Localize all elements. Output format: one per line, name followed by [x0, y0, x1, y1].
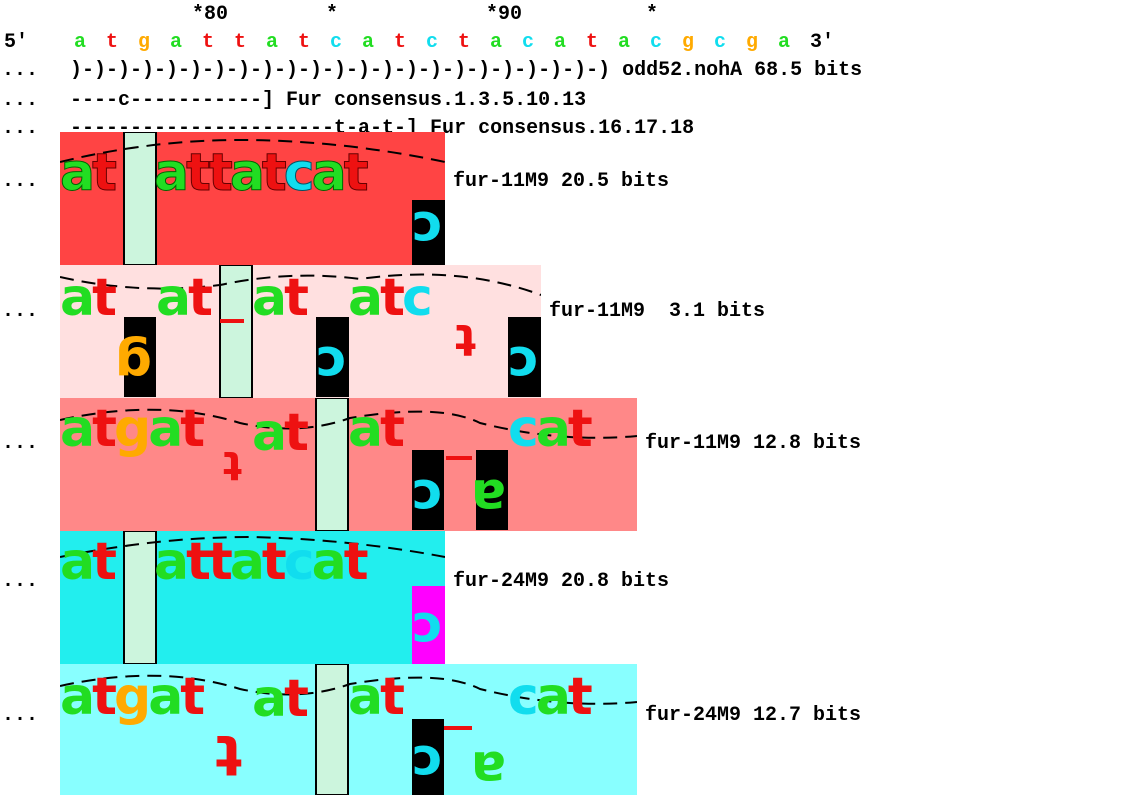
panel1-dots: ...: [2, 300, 39, 323]
sequence-base: c: [650, 31, 663, 54]
walker-panel-3: atgat at at cat t c a: [60, 398, 637, 531]
seq-5prime: 5': [4, 31, 29, 54]
sequence-base: a: [266, 31, 279, 54]
sequence-base: t: [298, 31, 311, 54]
svg-text:cat: cat: [508, 667, 592, 727]
sequence-base: c: [714, 31, 727, 54]
svg-text:c: c: [411, 199, 442, 259]
svg-text:at: at: [252, 403, 308, 463]
walker-1-svg: at attatcat c: [60, 132, 445, 265]
sequence-base: t: [234, 31, 247, 54]
svg-text:t: t: [455, 314, 476, 365]
sequence-base: c: [330, 31, 343, 54]
sequence-base: a: [554, 31, 567, 54]
sequence-base: a: [490, 31, 503, 54]
walker-panel-2: at at at atc g c t c: [60, 265, 541, 398]
sequence-base: a: [362, 31, 375, 54]
svg-text:at: at: [252, 669, 308, 729]
ruler-80: *80: [192, 3, 229, 26]
sequence-base: c: [426, 31, 439, 54]
svg-text:c: c: [507, 334, 538, 394]
sequence-base: g: [682, 31, 695, 54]
svg-text:atgat: atgat: [60, 399, 204, 459]
sequence-base: a: [170, 31, 183, 54]
svg-text:atc: atc: [348, 268, 430, 328]
ruler-star-1: *: [326, 3, 339, 26]
panel4-label: fur-24M9 12.7 bits: [645, 704, 862, 727]
svg-text:cat: cat: [508, 399, 592, 459]
svg-text:t: t: [215, 722, 242, 787]
svg-text:t: t: [223, 442, 242, 488]
ruler-star-2: *: [646, 3, 659, 26]
sequence-base: g: [746, 31, 759, 54]
sequence-base: a: [74, 31, 87, 54]
svg-text:c: c: [411, 467, 442, 527]
svg-text:at: at: [60, 143, 116, 203]
svg-text:attatcat: attatcat: [154, 532, 368, 592]
sequence-base: a: [618, 31, 631, 54]
svg-text:at: at: [252, 268, 308, 328]
walker-panel-1: at attatcat c: [60, 132, 445, 265]
svg-text:at: at: [156, 268, 212, 328]
panel3-label: fur-24M9 20.8 bits: [453, 570, 670, 593]
consensus-line-1: ----c-----------] Fur consensus.1.3.5.10…: [70, 89, 587, 112]
seq-3prime: 3': [810, 31, 835, 54]
svg-text:attatcat: attatcat: [154, 143, 368, 203]
walker-5-svg: atgat at at cat t c a: [60, 664, 637, 795]
svg-text:g: g: [115, 334, 152, 394]
sequence-base: t: [106, 31, 119, 54]
walker-3-svg: atgat at at cat t c a: [60, 398, 637, 531]
svg-text:c: c: [411, 600, 442, 660]
svg-text:atgat: atgat: [60, 667, 204, 727]
sequence-base: t: [202, 31, 215, 54]
walker-2-svg: at at at atc g c t c: [60, 265, 541, 398]
panel2-label: fur-11M9 12.8 bits: [645, 432, 862, 455]
line-dots-1: ...: [2, 59, 39, 82]
panel3-dots: ...: [2, 570, 39, 593]
walker-4-svg: at attatcat c: [60, 531, 445, 664]
svg-text:at: at: [60, 268, 116, 328]
panel0-label: fur-11M9 20.5 bits: [453, 170, 670, 193]
panel1-label: fur-11M9 3.1 bits: [549, 300, 766, 323]
panel0-dots: ...: [2, 170, 39, 193]
line-dots-3: ...: [2, 117, 39, 140]
sequence-base: c: [522, 31, 535, 54]
sequence-base: t: [458, 31, 471, 54]
walker-panel-4: at attatcat c: [60, 531, 445, 664]
panel4-dots: ...: [2, 704, 39, 727]
svg-text:at: at: [60, 532, 116, 592]
ruler-90: *90: [486, 3, 523, 26]
svg-text:at: at: [348, 667, 404, 727]
walker-panel-5: atgat at at cat t c a: [60, 664, 637, 795]
svg-text:a: a: [471, 739, 506, 795]
sequence-base: g: [138, 31, 151, 54]
sequence-base: t: [586, 31, 599, 54]
svg-text:c: c: [411, 733, 442, 793]
svg-text:at: at: [348, 399, 404, 459]
panel2-dots: ...: [2, 432, 39, 455]
line-dots-2: ...: [2, 89, 39, 112]
svg-text:c: c: [315, 334, 346, 394]
sequence-base: t: [394, 31, 407, 54]
svg-text:a: a: [471, 467, 506, 527]
odd52-line: )-)-)-)-)-)-)-)-)-)-)-)-)-)-)-)-)-)-)-)-…: [70, 59, 863, 82]
sequence-base: a: [778, 31, 791, 54]
